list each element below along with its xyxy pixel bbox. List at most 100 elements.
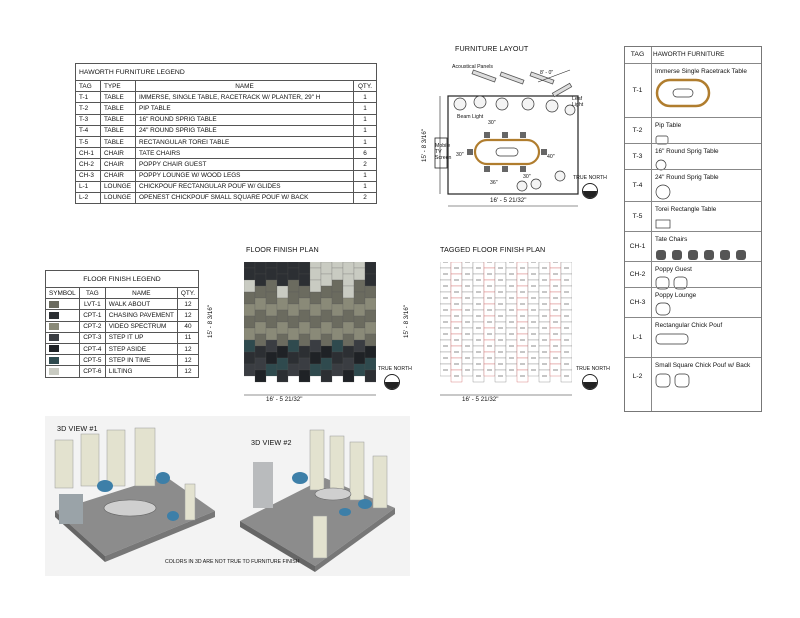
- floor-symbol-cell: [45, 309, 80, 322]
- haworth-tag: T-3: [632, 153, 643, 160]
- acoustical-panels-label: Acoustical Panels: [452, 64, 493, 70]
- furniture-qty-cell: 1: [353, 102, 377, 115]
- floor-symbol-cell: [45, 320, 80, 333]
- furniture-tag-cell: T-1: [75, 91, 101, 104]
- haworth-name: Poppy Lounge: [655, 292, 697, 299]
- true-north-label: TRUE NORTH: [573, 175, 607, 181]
- floor-symbol-cell: [45, 354, 80, 367]
- 3d-views-drawing: [54, 427, 395, 572]
- furniture-legend-table: HAWORTH FURNITURE LEGEND TAG TYPE NAME Q…: [75, 63, 377, 205]
- haworth-tag: CH-2: [629, 271, 646, 278]
- floor-name-cell: STEP IT UP: [104, 331, 178, 344]
- round-table-icon: [655, 184, 671, 205]
- floor-tile: [298, 321, 311, 335]
- furniture-qty-cell: 1: [353, 135, 377, 149]
- floor-tile: [265, 363, 278, 377]
- floor-tile: [331, 351, 344, 365]
- tagged-floor-plan-drawing: [440, 262, 572, 383]
- furniture-name-cell: POPPY CHAIR GUEST: [135, 158, 354, 171]
- haworth-name: Rectangular Chick Pouf: [655, 322, 723, 329]
- haworth-row-ch-1: CH-1 Tate Chairs: [625, 231, 761, 262]
- floor-tile: [320, 285, 333, 299]
- floor-tag-cell: CPT-4: [78, 342, 106, 356]
- floor-tile: [353, 279, 366, 293]
- floor-tile: [298, 345, 311, 359]
- furniture-layout-drawing: [434, 69, 579, 207]
- floor-tile: [364, 262, 376, 275]
- dim-30-c: 30": [523, 174, 531, 180]
- floor-tile: [254, 333, 267, 347]
- floor-plan-dim-width: 16' - 5 21/32": [266, 396, 303, 403]
- floor-tile: [353, 315, 366, 329]
- col-type-header: TYPE: [100, 79, 136, 93]
- floor-tile: [331, 327, 344, 341]
- floor-tile: [364, 369, 376, 383]
- haworth-tag: L-2: [632, 373, 643, 380]
- racetrack-table-icon: [655, 78, 711, 113]
- floor-swatch: [49, 345, 59, 353]
- floor-tile: [244, 291, 256, 305]
- floor-tag-cell: CPT-3: [78, 331, 106, 344]
- col-symbol-header: SYMBOL: [45, 286, 80, 300]
- haworth-name: Tate Chairs: [655, 236, 688, 243]
- floor-tile: [298, 273, 311, 287]
- rect-table-icon: [655, 216, 671, 234]
- pip-table-icon: [655, 132, 669, 150]
- floor-swatch: [49, 367, 59, 375]
- floor-tile: [342, 309, 355, 323]
- floor-tag-cell: CPT-6: [78, 365, 106, 378]
- furniture-name-cell: 24" ROUND SPRIG TABLE: [135, 124, 354, 137]
- furniture-qty-cell: 2: [353, 158, 377, 171]
- floor-tile: [244, 327, 256, 341]
- haworth-name: 16" Round Sprig Table: [655, 148, 719, 155]
- furniture-type-cell: CHAIR: [100, 169, 136, 182]
- tagged-tile: [483, 262, 496, 269]
- haworth-name: Poppy Guest: [655, 266, 692, 273]
- tagged-plan-north-arrow-icon: [582, 374, 598, 390]
- floor-tile: [353, 363, 366, 377]
- furniture-legend-title: HAWORTH FURNITURE LEGEND: [75, 63, 377, 81]
- haworth-name-header: HAWORTH FURNITURE: [653, 51, 725, 58]
- furniture-name-cell: IMMERSE, SINGLE TABLE, RACETRACK W/ PLAN…: [135, 91, 354, 104]
- furniture-type-cell: TABLE: [100, 113, 136, 126]
- furniture-tag-cell: CH-2: [75, 158, 101, 171]
- col-tag-header: TAG: [78, 286, 106, 300]
- floor-tile: [320, 273, 333, 287]
- floor-legend-title: FLOOR FINISH LEGEND: [45, 270, 199, 288]
- tagged-tile: [461, 262, 474, 269]
- floor-tile: [320, 309, 333, 323]
- floor-tile: [276, 321, 289, 335]
- floor-tile: [331, 315, 344, 329]
- floor-tile: [265, 327, 278, 341]
- floor-tile: [287, 279, 300, 293]
- lounge-chair-icon: [655, 302, 671, 321]
- floor-tile: [265, 303, 278, 317]
- floor-tile: [309, 291, 322, 305]
- floor-name-cell: STEP ASIDE: [104, 342, 178, 356]
- floor-symbol-cell: [45, 331, 80, 344]
- tagged-tile: [549, 262, 562, 269]
- floor-tile: [353, 267, 366, 281]
- round-table-icon: [655, 158, 667, 176]
- floor-tile: [254, 321, 267, 335]
- haworth-tag: CH-1: [629, 243, 646, 250]
- tagged-plan-title: TAGGED FLOOR FINISH PLAN: [440, 245, 546, 254]
- floor-tile: [265, 315, 278, 329]
- floor-name-cell: LILTING: [104, 365, 178, 378]
- floor-qty-cell: 11: [176, 331, 200, 344]
- floor-tile: [331, 279, 344, 293]
- tag-column-divider: [651, 47, 652, 411]
- floor-tile: [265, 351, 278, 365]
- floor-swatch: [49, 356, 59, 364]
- furniture-type-cell: LOUNGE: [100, 180, 136, 193]
- haworth-tag: L-1: [632, 334, 643, 341]
- floor-qty-cell: 12: [176, 354, 200, 367]
- floor-tile: [287, 351, 300, 365]
- furniture-name-cell: TATE CHAIRS: [135, 147, 354, 160]
- floor-tile: [276, 369, 289, 383]
